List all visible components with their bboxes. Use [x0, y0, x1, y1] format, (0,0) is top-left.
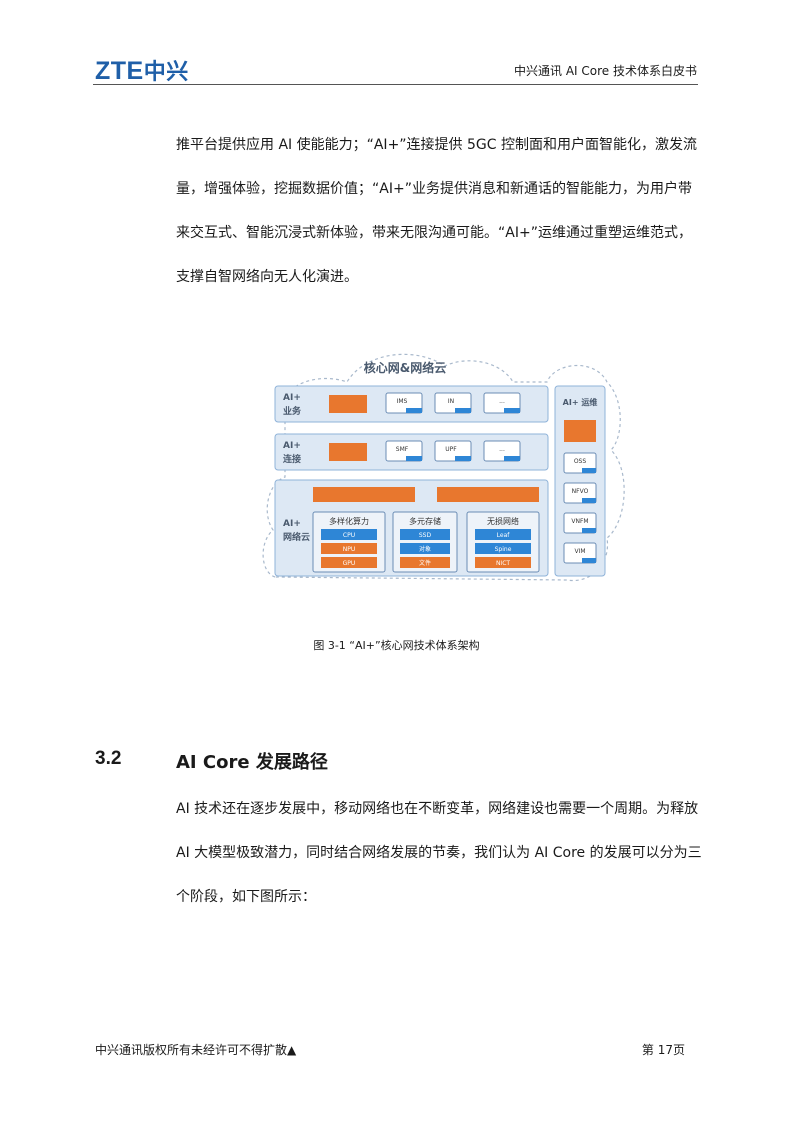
paragraph-line: 支撑自智网络向无人化演进。	[176, 269, 358, 285]
section-number: 3.2	[95, 748, 122, 769]
business-label-line1: AI+	[283, 393, 301, 403]
connection-ai-block	[329, 443, 367, 461]
zte-logo: ZTE中兴	[95, 54, 189, 86]
ai-tag	[582, 468, 596, 473]
item-label: Leaf	[497, 532, 511, 539]
ai-tag	[455, 456, 471, 461]
ai-tag	[582, 558, 596, 563]
ops-item-label: VIM	[574, 548, 585, 555]
ai-tag	[504, 408, 520, 413]
cloud-title: 核心网&网络云	[364, 360, 446, 375]
item-label: NICT	[496, 560, 510, 567]
logo-cn: 中兴	[143, 60, 189, 85]
ops-item-label: NFVO	[572, 488, 589, 495]
resource-item	[321, 557, 377, 568]
resource-item	[400, 529, 450, 540]
logo-latin: ZTE	[95, 57, 144, 85]
box-label: SMF	[396, 446, 409, 453]
ai-tag	[455, 408, 471, 413]
architecture-figure: 核心网&网络云 AI+ 业务 IMS IN ... AI+ 连接 SMF UPF…	[255, 342, 630, 592]
box-label: UPF	[445, 446, 457, 453]
item-label: GPU	[343, 560, 356, 567]
paragraph-line: AI 大模型极致潜力，同时结合网络发展的节奏，我们认为 AI Core 的发展可…	[176, 845, 702, 861]
figure-caption: 图 3-1 “AI+”核心网技术体系架构	[313, 639, 480, 652]
operations-label: AI+ 运维	[563, 397, 598, 407]
resource-item	[475, 543, 531, 554]
cloud-outline	[262, 353, 625, 582]
resource-item	[321, 529, 377, 540]
paragraph-line: 来交互式、智能沉浸式新体验，带来无限沟通可能。“AI+”运维通过重塑运维范式，	[176, 225, 692, 241]
footer-copyright: 中兴通讯版权所有未经许可不得扩散▲	[95, 1043, 297, 1057]
item-label: SSD	[419, 532, 432, 539]
item-label: Spine	[495, 546, 512, 553]
resource-item	[475, 557, 531, 568]
ops-item-label: VNFM	[571, 518, 588, 525]
connection-label-line1: AI+	[283, 441, 301, 451]
header-divider	[93, 84, 698, 85]
operations-ai-block	[564, 420, 596, 442]
item-label: 对象	[419, 545, 431, 553]
ai-tag	[582, 528, 596, 533]
section-paragraph: AI 技术还在逐步发展中，移动网络也在不断变革，网络建设也需要一个周期。为释放 …	[176, 787, 708, 919]
resource-item	[400, 543, 450, 554]
business-ai-block	[329, 395, 367, 413]
paragraph-line: 量，增强体验，挖掘数据价值；“AI+”业务提供消息和新通话的智能能力，为用户带	[176, 181, 692, 197]
item-label: CPU	[343, 532, 355, 539]
intro-paragraph: 推平台提供应用 AI 使能能力；“AI+”连接提供 5GC 控制面和用户面智能化…	[176, 123, 708, 299]
group-title: 无损网络	[487, 516, 519, 526]
box-label: IN	[448, 398, 454, 405]
ops-item-label: OSS	[574, 458, 587, 465]
group-title: 多样化算力	[329, 516, 369, 526]
ai-tag	[504, 456, 520, 461]
business-label-line2: 业务	[283, 405, 302, 417]
page-number: 第 17页	[641, 1043, 685, 1057]
section-title: AI Core 发展路径	[176, 752, 328, 773]
ai-tag	[582, 498, 596, 503]
connection-label-line2: 连接	[283, 453, 301, 465]
box-label: ...	[499, 398, 505, 405]
paragraph-line: 个阶段，如下图所示：	[176, 889, 316, 905]
item-label: NPU	[343, 546, 356, 553]
cloud-ai-strip	[313, 487, 415, 502]
cloud-ai-strip	[437, 487, 539, 502]
network-cloud-label-line2: 网络云	[283, 531, 310, 543]
group-title: 多元存储	[409, 516, 441, 526]
resource-item	[475, 529, 531, 540]
resource-item	[400, 557, 450, 568]
item-label: 文件	[419, 559, 431, 567]
box-label: IMS	[397, 398, 408, 405]
ai-tag	[406, 456, 422, 461]
architecture-diagram: 核心网&网络云 AI+ 业务 IMS IN ... AI+ 连接 SMF UPF…	[262, 353, 625, 582]
box-label: ...	[499, 446, 505, 453]
paragraph-line: AI 技术还在逐步发展中，移动网络也在不断变革，网络建设也需要一个周期。为释放	[176, 801, 699, 817]
paragraph-line: 推平台提供应用 AI 使能能力；“AI+”连接提供 5GC 控制面和用户面智能化…	[176, 137, 697, 153]
network-cloud-label-line1: AI+	[283, 519, 301, 529]
ai-tag	[406, 408, 422, 413]
resource-item	[321, 543, 377, 554]
document-title: 中兴通讯 AI Core 技术体系白皮书	[514, 64, 697, 78]
